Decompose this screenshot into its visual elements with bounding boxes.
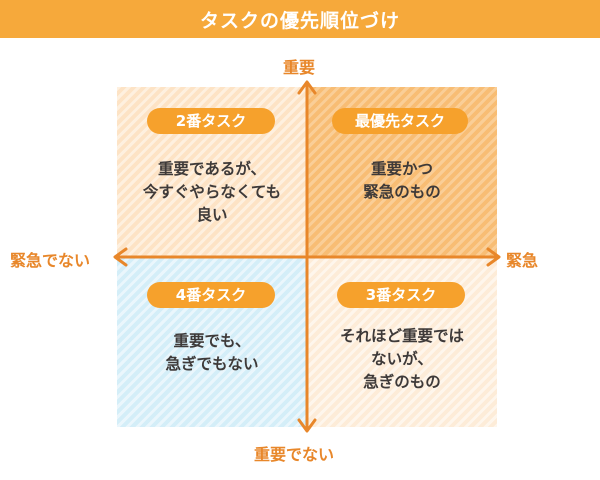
quadrant-description: 重要であるが、 今すぐやらなくても 良い — [142, 160, 282, 224]
axis-label-urgent: 緊急 — [506, 251, 539, 270]
diagram-title: タスクの優先順位づけ — [199, 9, 400, 32]
quadrant-urgent-important: 最優先タスク 重要かつ 緊急のもの — [307, 87, 497, 257]
quadrant-description: 重要かつ 緊急のもの — [363, 160, 441, 201]
arrow-down-icon — [297, 418, 317, 433]
quadrant-description: 重要でも、 急ぎでもない — [165, 332, 259, 373]
quadrant-badge-top-priority: 最優先タスク — [332, 108, 468, 134]
axis-label-important: 重要 — [283, 58, 316, 77]
axis-label-not-important: 重要でない — [254, 445, 335, 464]
arrow-left-icon — [113, 247, 128, 267]
quadrant-urgent-not-important: 3番タスク それほど重要では ないが、 急ぎのもの — [307, 257, 497, 427]
quadrant-not-urgent-important: 2番タスク 重要であるが、 今すぐやらなくても 良い — [117, 87, 307, 257]
title-bar: タスクの優先順位づけ — [0, 0, 600, 38]
quadrant-not-urgent-not-important: 4番タスク 重要でも、 急ぎでもない — [117, 257, 307, 427]
arrow-right-icon — [486, 247, 501, 267]
arrow-up-icon — [297, 80, 317, 95]
axis-label-not-urgent: 緊急でない — [10, 251, 91, 270]
quadrant-badge-priority-3: 3番タスク — [337, 282, 465, 308]
quadrant-description: それほど重要では ないが、 急ぎのもの — [339, 327, 464, 391]
quadrant-badge-priority-4: 4番タスク — [147, 282, 275, 308]
quadrant-badge-priority-2: 2番タスク — [147, 108, 275, 134]
